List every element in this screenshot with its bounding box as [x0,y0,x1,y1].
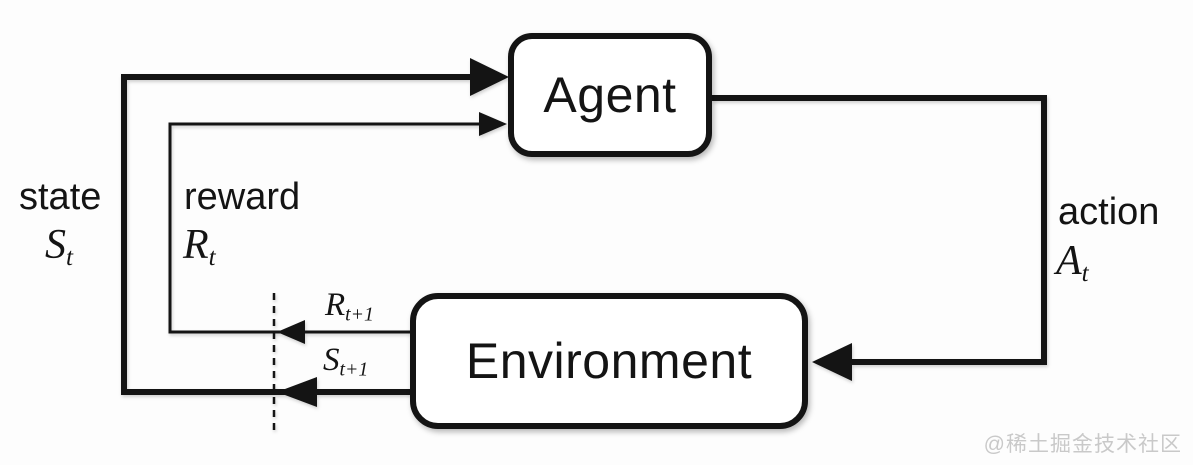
reward-word-label: reward [184,176,301,218]
reward-symbol: Rt [183,222,216,272]
action-line [712,95,1047,365]
action-word-label: action [1058,191,1160,233]
environment-box: Environment [410,293,808,429]
next-state-symbol: St+1 [323,342,369,381]
agent-label: Agent [543,67,677,123]
state-into-agent-arrowhead [470,58,509,96]
state-boundary-arrowhead [277,377,317,407]
state-feedback-line [121,74,472,395]
state-symbol: St [45,222,73,272]
reward-boundary-arrowhead [277,320,305,344]
reward-into-agent-arrowhead [479,112,507,136]
watermark-text: @稀土掘金技术社区 [983,433,1182,456]
action-symbol: At [1056,238,1089,288]
agent-box: Agent [508,33,712,157]
action-into-environment-arrowhead [812,343,852,381]
next-reward-symbol: Rt+1 [325,287,374,326]
environment-label: Environment [465,333,753,389]
state-word-label: state [19,176,102,218]
